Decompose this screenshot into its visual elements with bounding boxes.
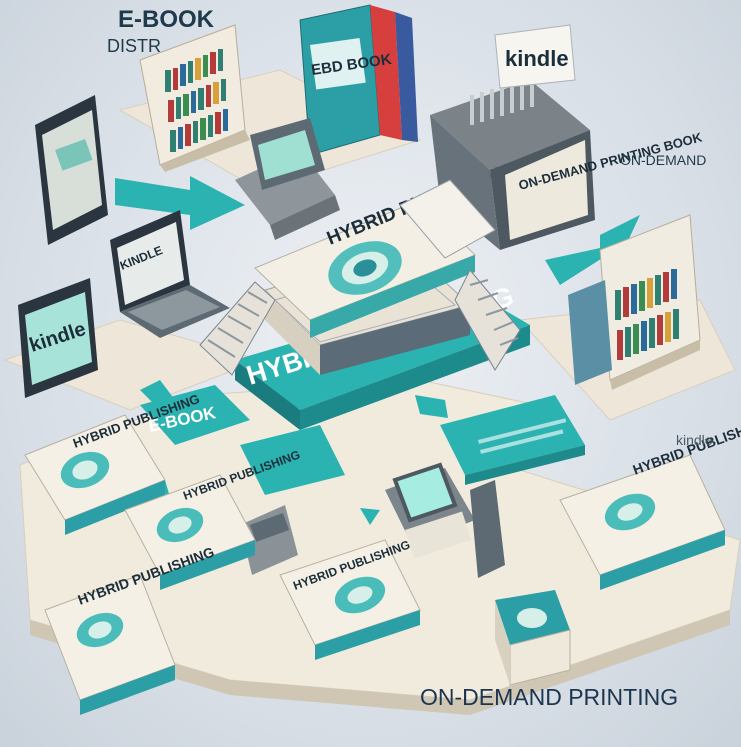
book-2: HYBRID PUBLISHING bbox=[124, 447, 302, 590]
kindle-sign-text: kindle bbox=[505, 46, 569, 71]
ebook-arrow-tile bbox=[140, 385, 250, 445]
bottom-caption: ON-DEMAND PRINTING bbox=[420, 684, 679, 710]
bookshelf-top bbox=[139, 24, 250, 172]
arrow-small-3 bbox=[415, 395, 448, 418]
laptop: KINDLE bbox=[110, 210, 230, 338]
distr-label: DISTR bbox=[107, 36, 161, 56]
arrow-left-top bbox=[115, 176, 245, 230]
ondemand-printer: ON-DEMAND PRINTING BOOK kindle bbox=[399, 24, 704, 259]
kindle-tablet: kindle bbox=[18, 278, 98, 398]
arrow-right-top bbox=[545, 215, 640, 285]
printer-left bbox=[240, 505, 298, 575]
ebook-label: E-BOOK bbox=[118, 6, 214, 33]
right-bookshelf bbox=[568, 214, 701, 390]
kindle-right-label: kindle bbox=[676, 432, 713, 448]
kindle-ereader-top bbox=[35, 95, 108, 245]
printer-center bbox=[385, 462, 505, 578]
ondemand-label: ON-DEMAND bbox=[620, 152, 707, 168]
ebook-book-stack: EBD BOOK bbox=[299, 4, 418, 156]
book-cube bbox=[495, 590, 571, 686]
mid-tile bbox=[240, 425, 345, 495]
arrow-small-5 bbox=[360, 508, 380, 525]
printer-top bbox=[235, 118, 340, 240]
right-tile-stripes bbox=[478, 418, 567, 454]
